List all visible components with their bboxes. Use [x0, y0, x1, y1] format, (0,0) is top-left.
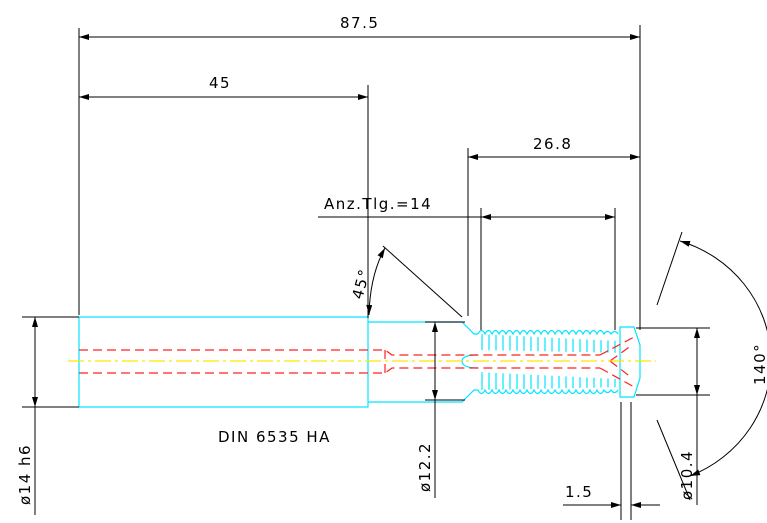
tip-outline: [619, 326, 641, 398]
dim-tip-length: 1.5: [563, 402, 660, 520]
thread-profile: [477, 388, 619, 395]
dim-label: 1.5: [565, 483, 593, 501]
dim-label: ø10.4: [678, 450, 696, 500]
dim-label: 140°: [751, 343, 767, 385]
standard-label: DIN 6535 HA: [218, 428, 331, 446]
dim-thread-length: 26.8: [467, 135, 640, 316]
dim-thread-diameter: ø10.4: [636, 327, 710, 505]
dim-neck-diameter: ø12.2: [416, 321, 465, 498]
thread-teeth: [477, 329, 619, 395]
dim-teeth-count: Anz.Tlg.=14: [318, 195, 616, 330]
dim-overall-length: 87.5: [78, 14, 641, 330]
dim-label: 45: [209, 74, 231, 92]
dim-chamfer-angle: 45°: [348, 245, 463, 318]
neck-outline: [368, 321, 478, 403]
tool-outline: [78, 316, 641, 408]
hidden-lines: [79, 335, 637, 389]
dim-label: ø12.2: [416, 442, 434, 492]
shank-outline: [78, 316, 369, 408]
dim-label: Anz.Tlg.=14: [324, 195, 432, 213]
dim-label: 26.8: [533, 135, 572, 153]
dim-label: ø14 h6: [16, 444, 34, 505]
dim-label: 87.5: [340, 14, 379, 32]
dim-point-angle: 140°: [656, 231, 767, 501]
thread-profile: [477, 329, 619, 336]
dim-shank-diameter: ø14 h6: [16, 316, 79, 515]
